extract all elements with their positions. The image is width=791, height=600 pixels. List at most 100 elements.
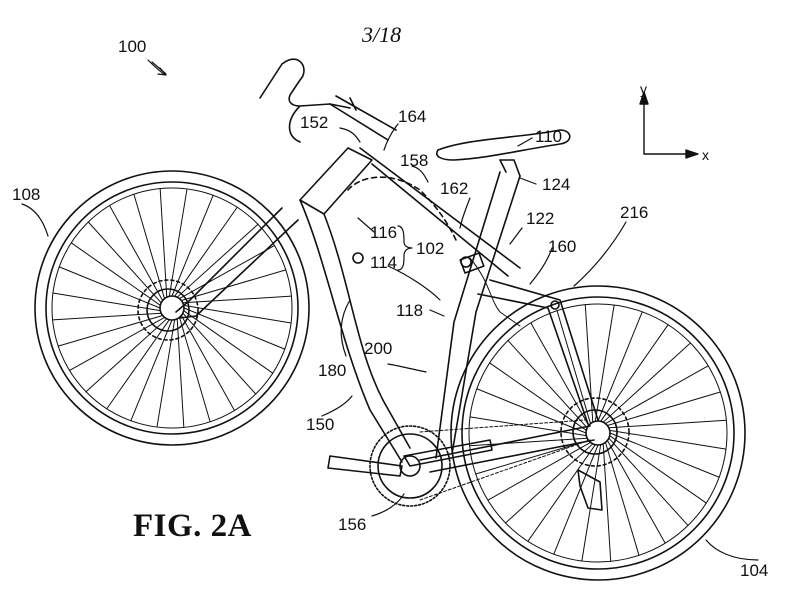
spoke bbox=[606, 439, 666, 544]
spoke bbox=[178, 316, 211, 423]
spoke bbox=[600, 324, 669, 422]
spoke bbox=[180, 314, 235, 411]
spoke bbox=[159, 188, 168, 298]
ref-118: 118 bbox=[396, 301, 423, 320]
ref-200: 200 bbox=[364, 339, 392, 358]
spoke bbox=[168, 188, 188, 297]
front-wheel bbox=[34, 170, 310, 446]
spoke bbox=[176, 223, 259, 298]
head-tube bbox=[299, 147, 373, 215]
spoke bbox=[594, 304, 615, 422]
ref-158: 158 bbox=[400, 151, 428, 170]
spoke bbox=[85, 318, 168, 393]
rear-derailleur bbox=[577, 469, 603, 511]
spoke bbox=[133, 193, 166, 300]
seat-stay bbox=[477, 279, 599, 425]
fork bbox=[175, 207, 299, 319]
seat-tube bbox=[435, 171, 521, 459]
spoke bbox=[156, 319, 176, 428]
cable bbox=[469, 257, 521, 327]
ref-164: 164 bbox=[398, 107, 426, 126]
drivetrain bbox=[327, 419, 591, 507]
spoke bbox=[469, 416, 587, 437]
frame-compartment-outline bbox=[347, 176, 457, 241]
spoke bbox=[109, 205, 164, 302]
spoke bbox=[475, 439, 590, 475]
spoke bbox=[69, 316, 166, 371]
ref-104: 104 bbox=[740, 561, 768, 580]
leader-lines bbox=[21, 61, 759, 561]
spoke bbox=[130, 319, 173, 422]
spoke bbox=[183, 307, 286, 350]
page-number: 3/18 bbox=[362, 22, 402, 47]
spoke bbox=[52, 292, 161, 312]
ref-116: 116 bbox=[370, 223, 397, 242]
spoke bbox=[553, 444, 599, 555]
ref-100: 100 bbox=[118, 37, 146, 56]
spoke bbox=[180, 269, 287, 302]
spoke bbox=[507, 340, 588, 429]
front-disc-rotor bbox=[137, 279, 199, 341]
spoke bbox=[556, 310, 592, 425]
ref-180: 180 bbox=[318, 361, 346, 380]
spoke bbox=[505, 443, 594, 524]
spoke bbox=[182, 312, 257, 395]
rear-wheel bbox=[450, 285, 746, 581]
spoke bbox=[57, 314, 164, 347]
spoke bbox=[608, 437, 689, 526]
chain-stay bbox=[419, 425, 595, 473]
spoke bbox=[106, 319, 170, 410]
spoke bbox=[604, 441, 640, 556]
label-brace bbox=[397, 225, 413, 271]
handlebar bbox=[259, 58, 351, 143]
spoke bbox=[171, 194, 214, 297]
ref-216: 216 bbox=[620, 203, 648, 222]
spoke bbox=[52, 312, 162, 321]
ref-114: 114 bbox=[370, 253, 397, 272]
seat-post bbox=[499, 159, 521, 177]
x-axis-label: x bbox=[702, 147, 709, 163]
ref-162: 162 bbox=[440, 179, 468, 198]
figure-title: FIG. 2A bbox=[133, 508, 252, 544]
ref-102: 102 bbox=[416, 239, 444, 258]
spoke bbox=[183, 304, 292, 324]
spoke bbox=[604, 365, 709, 425]
ref-150: 150 bbox=[306, 415, 334, 434]
saddle bbox=[436, 129, 571, 161]
spoke bbox=[602, 342, 691, 423]
spoke bbox=[602, 443, 612, 562]
spoke bbox=[530, 322, 590, 427]
top-tube bbox=[359, 147, 521, 277]
spoke bbox=[87, 221, 162, 304]
spoke bbox=[608, 419, 727, 429]
spoke bbox=[469, 437, 588, 447]
ref-152: 152 bbox=[300, 113, 328, 132]
spoke bbox=[176, 318, 185, 428]
spoke bbox=[489, 362, 587, 431]
y-axis-label: y bbox=[640, 81, 647, 97]
spoke bbox=[70, 242, 161, 306]
ref-122: 122 bbox=[526, 209, 554, 228]
ref-160: 160 bbox=[548, 237, 576, 256]
spoke bbox=[597, 311, 643, 422]
down-tube bbox=[299, 199, 411, 463]
ref-124: 124 bbox=[542, 175, 570, 194]
reference-arrow bbox=[147, 59, 165, 75]
spoke bbox=[476, 388, 587, 434]
coordinate-axes bbox=[639, 91, 699, 159]
spoke bbox=[58, 266, 161, 309]
ref-108: 108 bbox=[12, 185, 40, 204]
spoke bbox=[182, 295, 292, 304]
spoke bbox=[606, 391, 721, 427]
spoke bbox=[183, 310, 274, 374]
spoke bbox=[581, 444, 602, 562]
spoke bbox=[487, 441, 592, 501]
ref-156: 156 bbox=[338, 515, 366, 534]
spoke bbox=[174, 206, 238, 297]
spoke bbox=[584, 304, 594, 423]
stem bbox=[329, 95, 397, 141]
ref-110: 110 bbox=[535, 127, 562, 146]
spoke bbox=[527, 444, 596, 542]
